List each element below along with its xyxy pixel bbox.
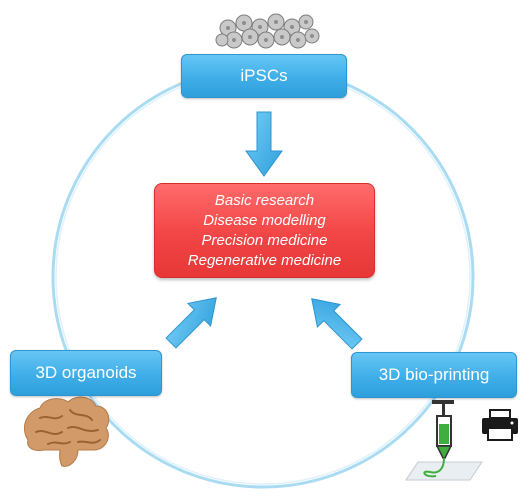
arrow-up-left: [311, 298, 363, 350]
node-ipscs-label: iPSCs: [240, 66, 288, 85]
applications-box: Basic research Disease modelling Precisi…: [154, 183, 375, 278]
node-3d-organoids-label: 3D organoids: [35, 363, 137, 382]
arrow-down: [245, 111, 283, 177]
brain-icon: [24, 396, 110, 467]
syringe-icon: [405, 400, 483, 481]
application-disease-modelling: Disease modelling: [203, 211, 326, 229]
application-basic-research: Basic research: [214, 191, 315, 209]
node-3d-bioprinting-label: 3D bio-printing: [378, 365, 490, 384]
node-3d-organoids: 3D organoids: [10, 350, 162, 396]
cells-icon: [215, 13, 320, 49]
application-regenerative-medicine: Regenerative medicine: [187, 251, 342, 269]
printer-icon: [482, 409, 518, 441]
node-ipscs: iPSCs: [181, 54, 347, 98]
arrow-up-right: [165, 297, 217, 349]
application-precision-medicine: Precision medicine: [201, 231, 328, 249]
node-3d-bioprinting: 3D bio-printing: [351, 352, 517, 398]
